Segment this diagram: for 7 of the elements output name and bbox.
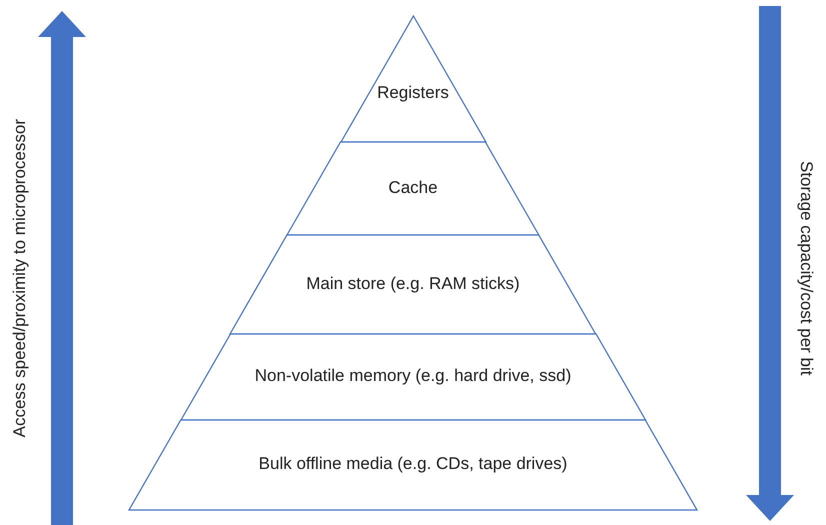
tier-label: Non-volatile memory (e.g. hard drive, ssd) [254,366,572,386]
axis-caption: Access speed/proximity to microprocessor [10,119,30,438]
tier-label: Registers [376,83,450,104]
tier-label: Bulk offline media (e.g. CDs, tape drives) [258,454,568,474]
axis-caption: Storage capacity/cost per bit [796,160,816,376]
tier-label: Cache [387,178,439,198]
tier-label: Main store (e.g. RAM sticks) [305,274,521,294]
